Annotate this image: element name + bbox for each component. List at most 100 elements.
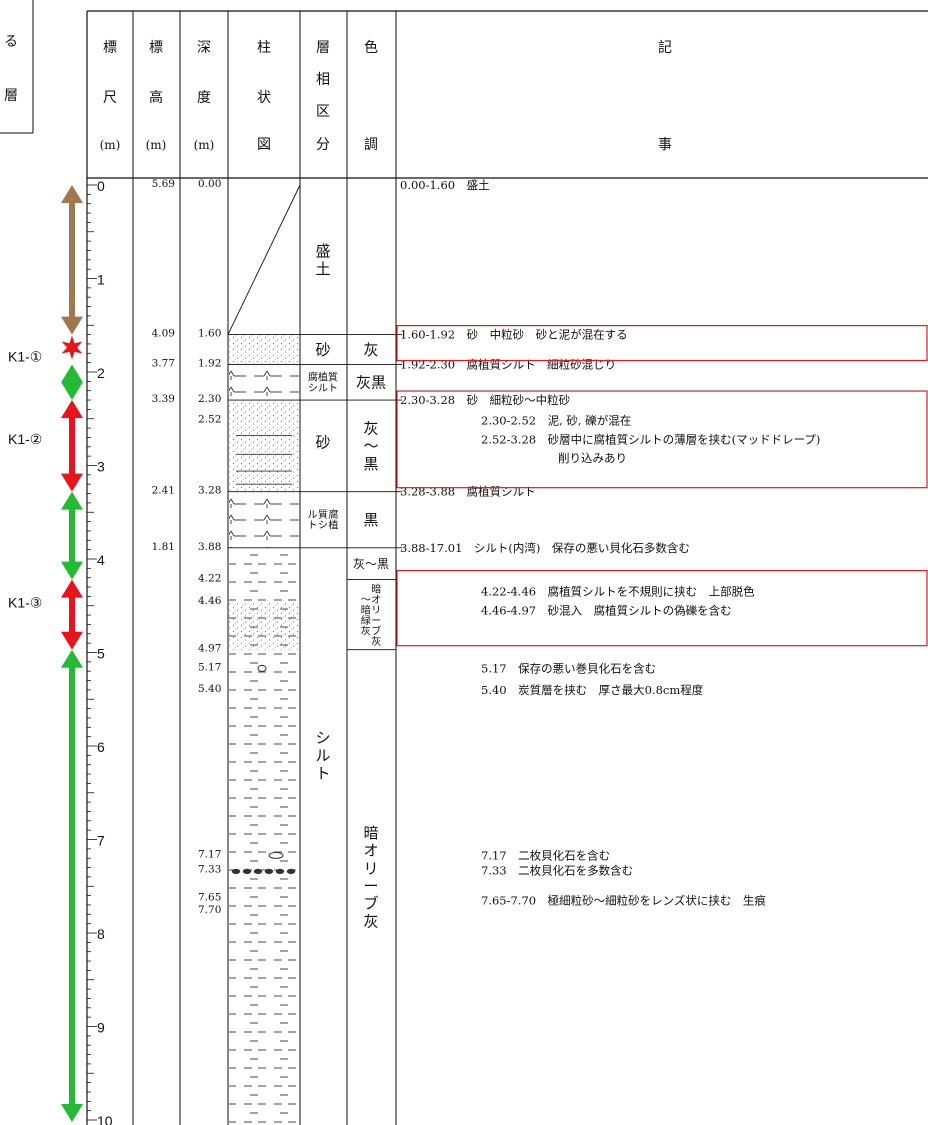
- scale-label: 4: [97, 552, 105, 568]
- elevation-values: 5.694.093.773.392.411.81: [152, 178, 175, 553]
- header-facies-1: 層: [316, 40, 330, 56]
- header-notes-2: 事: [658, 137, 672, 153]
- header-facies-4: 分: [316, 137, 330, 153]
- sand-pattern: [229, 334, 299, 365]
- header-facies-2: 相: [316, 72, 330, 88]
- scale-label: 7: [97, 833, 105, 849]
- color-label: オ: [363, 842, 378, 860]
- header-color-1: 色: [364, 39, 378, 56]
- facies-label: 盛: [315, 242, 330, 260]
- note-line: 1.60-1.92 砂 中粒砂 砂と泥が混在する: [400, 328, 628, 342]
- left-legend-box: る 層: [0, 0, 34, 134]
- humus-silt-pattern: [229, 491, 299, 548]
- depth-value: 7.70: [198, 904, 221, 916]
- shell-fossil: [275, 868, 285, 874]
- range-arrow-head-up: [61, 185, 83, 203]
- depth-value: 7.65: [198, 891, 221, 903]
- left-box-text-2: 層: [4, 88, 18, 104]
- shell-fossil: [286, 868, 296, 874]
- sample-range-arrows: [61, 185, 83, 1122]
- depth-value: 7.33: [198, 863, 221, 875]
- color-label: 暗: [363, 824, 378, 842]
- color-label: リ: [363, 859, 378, 877]
- elevation-value: 3.39: [152, 393, 175, 405]
- depth-value: 7.17: [198, 848, 221, 860]
- header-color-2: 調: [364, 137, 378, 153]
- highlight-box: [396, 325, 928, 362]
- note-line: 2.30-2.52 泥, 砂, 礫が混在: [481, 414, 631, 428]
- scale-label: 8: [97, 926, 105, 942]
- facies-label: 植: [329, 518, 339, 531]
- facies-label: 質: [318, 508, 328, 521]
- note-line: 2.52-3.28 砂層中に腐植質シルトの薄層を挟む(マッドドレープ): [481, 432, 820, 446]
- scale-label: 3: [97, 459, 105, 475]
- range-arrow-head-down: [61, 382, 83, 401]
- header-elevation-1: 標: [149, 40, 163, 56]
- left-box-text-1: る: [4, 34, 18, 50]
- header-column-2: 状: [257, 90, 271, 106]
- sand-pattern: [229, 400, 299, 492]
- note-line: 3.28-3.88 腐植質シルト: [400, 485, 536, 499]
- facies-label: 砂: [315, 341, 330, 359]
- header-facies-3: 区: [316, 104, 330, 120]
- depth-value: 3.88: [198, 541, 221, 553]
- range-arrow-head-down: [61, 1104, 83, 1122]
- note-line: 0.00-1.60 盛土: [400, 178, 490, 192]
- note-line: 1.92-2.30 腐植質シルト 細粒砂混じり: [400, 358, 616, 372]
- elevation-value: 1.81: [152, 541, 175, 553]
- sample-label: K1-③: [8, 594, 42, 610]
- range-arrow-head-up: [61, 491, 83, 510]
- sand-mixed-pattern: [229, 602, 299, 650]
- header-elevation-unit: (m): [146, 138, 167, 152]
- color-label: 〜: [361, 595, 371, 606]
- color-label: 灰: [363, 419, 378, 437]
- range-arrow-head-down: [61, 473, 83, 492]
- scale-label: 5: [97, 646, 105, 662]
- shell-fossil: [242, 868, 252, 874]
- shell-fossil: [264, 868, 274, 874]
- scale-label: 0: [97, 178, 105, 194]
- note-line: 5.17 保存の悪い巻貝化石を含む: [481, 661, 656, 675]
- highlight-box: [396, 390, 928, 489]
- note-line: 3.88-17.01 シルト(内湾) 保存の悪い貝化石多数含む: [400, 541, 690, 555]
- depth-values: 0.001.601.922.302.523.283.884.224.464.97…: [198, 178, 222, 916]
- range-arrow-head-up: [61, 400, 83, 419]
- header-scale-2: 尺: [103, 90, 117, 106]
- color-label: 黒: [363, 511, 378, 529]
- color-label: 灰: [361, 624, 371, 637]
- table-header: 標 尺 (m) 標 高 (m) 深 度 (m) 柱 状 図 層 相 区 分 色 …: [100, 39, 672, 153]
- color-label: 灰〜黒: [353, 557, 389, 571]
- header-scale-1: 標: [103, 40, 117, 56]
- elevation-value: 2.41: [152, 485, 175, 497]
- facies-label: ト: [315, 764, 330, 782]
- star-icon: [61, 335, 83, 360]
- header-scale-unit: (m): [100, 138, 121, 152]
- range-arrow-head-down: [61, 631, 83, 650]
- scale-label: 9: [97, 1020, 105, 1036]
- color-label: 黒: [363, 455, 378, 473]
- depth-value: 5.17: [198, 661, 221, 673]
- facies-label: 腐植質: [308, 370, 338, 383]
- header-column-1: 柱: [257, 40, 271, 56]
- note-line: 7.33 二枚貝化石を多数含む: [481, 863, 633, 877]
- header-notes-1: 記: [658, 39, 672, 56]
- color-label: ー: [371, 616, 381, 627]
- header-depth-2: 度: [197, 90, 211, 106]
- bivalve-fossil: [268, 851, 284, 859]
- color-label: 灰: [363, 341, 378, 359]
- note-line: 2.30-3.28 砂 細粒砂〜中粒砂: [400, 393, 571, 407]
- header-depth-unit: (m): [194, 138, 215, 152]
- highlight-box: [396, 569, 928, 647]
- color-label: 緑: [361, 614, 371, 627]
- range-arrow-head-up: [61, 579, 83, 598]
- depth-value: 2.52: [198, 414, 221, 426]
- scale-label: 2: [97, 365, 105, 381]
- depth-value: 3.28: [198, 485, 221, 497]
- depth-value: 5.40: [198, 683, 221, 695]
- header-column-3: 図: [257, 137, 271, 153]
- facies-label: シ: [315, 729, 330, 747]
- range-arrow-head-down: [61, 316, 83, 335]
